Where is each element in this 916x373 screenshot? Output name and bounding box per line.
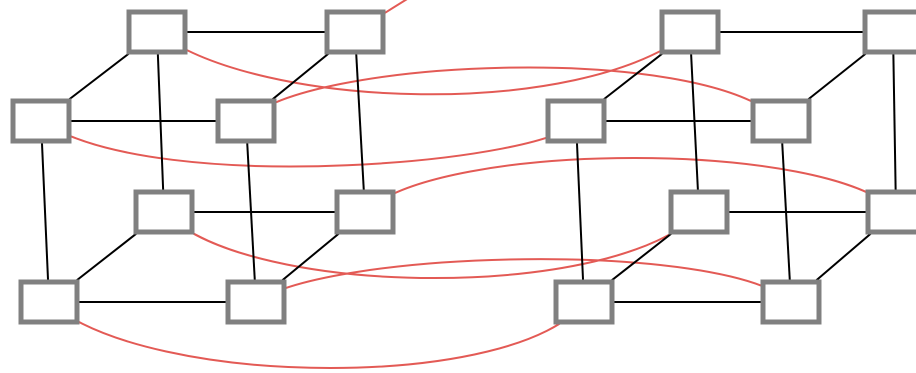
node-B5 (865, 189, 916, 235)
node-B3 (750, 98, 812, 144)
cross-link-A7-B5 (48, 301, 585, 369)
node-A6 (18, 279, 80, 325)
node-A3 (215, 98, 277, 144)
node-B4 (668, 189, 730, 235)
cross-link-A5-B4 (163, 211, 700, 279)
node-B0 (659, 9, 721, 55)
node-A4 (133, 189, 195, 235)
node-A1 (324, 9, 386, 55)
node-A0 (126, 9, 188, 55)
node-B6 (553, 279, 615, 325)
cross-link-A1-B0 (156, 31, 691, 96)
node-B1 (862, 9, 916, 55)
cross-link-A3-B3 (40, 120, 577, 168)
cube-edge-A3-A7 (245, 120, 257, 303)
cube-edge-B2-B6 (575, 120, 585, 303)
node-B2 (545, 98, 607, 144)
node-A7 (225, 279, 287, 325)
node-B7 (760, 279, 822, 325)
cube-edge-B0-B4 (689, 31, 700, 213)
cube-edge-A1-A5 (354, 31, 366, 213)
cross-link-A6-B7 (364, 157, 897, 213)
node-A2 (10, 98, 72, 144)
cube-edge-A0-A4 (156, 31, 165, 213)
node-layer (10, 9, 916, 325)
cross-link-A4-B2 (245, 66, 782, 122)
cube-edge-B3-B7 (780, 120, 792, 303)
cube-edge-B1-B5 (892, 31, 897, 213)
cross-link-A8-B6 (255, 258, 792, 303)
node-A5 (334, 189, 396, 235)
cube-edge-A2-A6 (40, 120, 50, 303)
